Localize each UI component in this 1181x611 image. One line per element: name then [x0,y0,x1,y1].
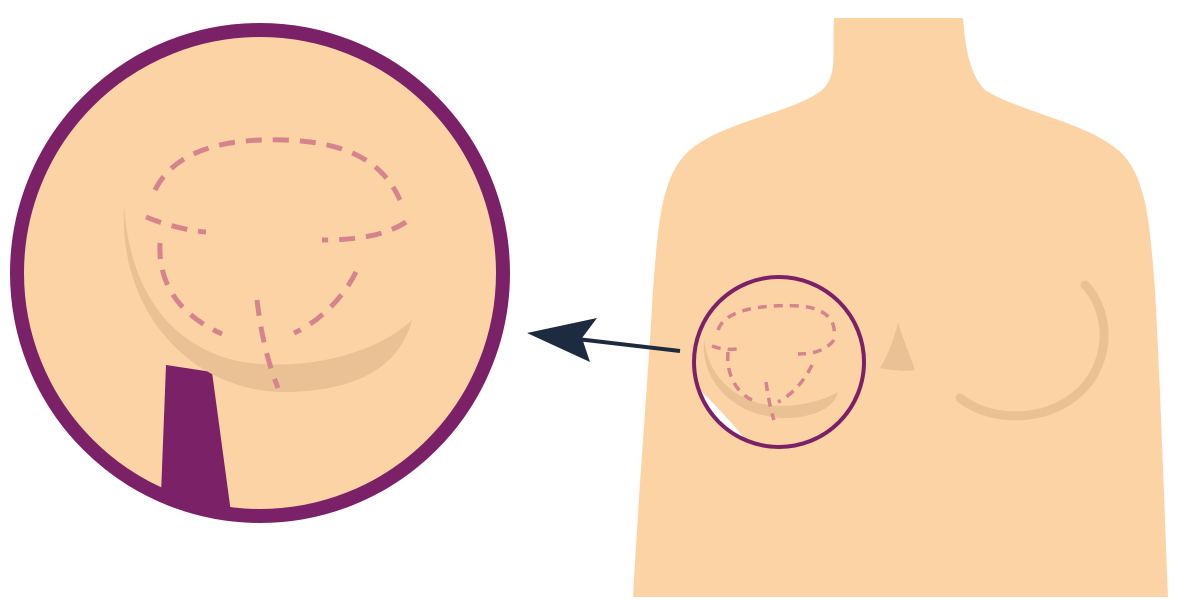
large-incision-markings [145,137,408,389]
small-magnifier-ring [692,275,866,449]
large-magnifier-ring [10,23,510,523]
torso [633,18,1168,597]
sternum-shadow [880,322,915,371]
large-magnifier [10,23,510,523]
torso-body [633,18,1168,597]
large-breast-shadow [123,205,412,393]
small-incision-markings [711,303,836,421]
large-torso-edge [160,365,232,510]
small-breast-shadow [703,340,838,419]
arrow-head-icon [527,318,597,362]
right-breast-shadow [955,280,1109,421]
left-arrow [527,318,681,362]
large-magnifier-bg [23,36,497,510]
